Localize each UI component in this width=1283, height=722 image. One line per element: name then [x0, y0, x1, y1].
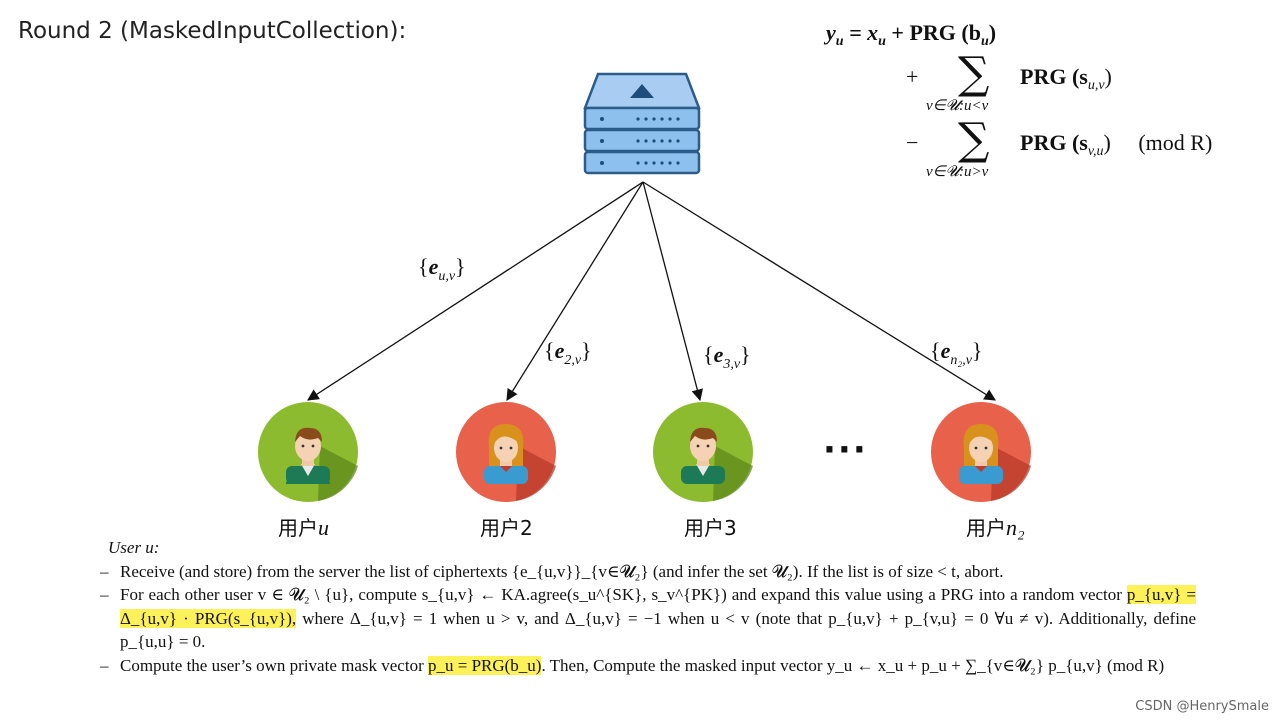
- item3-text-b: . Then, Compute the masked input vector …: [541, 655, 1165, 675]
- eq-b-sub: u: [980, 34, 989, 49]
- equation-line-3: PRG (sv,u) (mod R): [1020, 130, 1213, 159]
- eq-op-minus: −: [906, 130, 919, 155]
- eq-prg-b: + PRG (b: [891, 20, 981, 45]
- edge-label-n2: {en₂,v}: [930, 338, 983, 368]
- user-prefix: 用户: [966, 516, 1006, 540]
- edge-label-u: {eu,v}: [418, 254, 466, 284]
- eq-mod: (mod R): [1138, 130, 1213, 155]
- item3-text-a: Compute the user’s own private mask vect…: [120, 655, 428, 675]
- item2-text-a: For each other user v ∈ 𝓤₂ \ {u}, comput…: [120, 585, 1127, 604]
- eq-x-sub: u: [878, 34, 886, 49]
- eq-s2-sub: v,u: [1087, 144, 1104, 159]
- user-avatar-u: [258, 402, 358, 502]
- edge-label-2: {e2,v}: [544, 338, 592, 368]
- protocol-header: User u:: [108, 538, 160, 557]
- edge-sub: 3,v: [723, 357, 741, 372]
- eq-close-3: ): [1103, 130, 1111, 155]
- edge-to-user-n2: [642, 181, 996, 401]
- user-id: 3: [724, 516, 737, 540]
- ellipsis: ···: [823, 430, 868, 470]
- edge-to-user-u: [307, 181, 644, 401]
- brace-close: }: [581, 338, 592, 363]
- protocol-text: User u: Receive (and store) from the ser…: [96, 536, 1196, 677]
- edge-sub: n₂,v: [950, 353, 972, 368]
- eq-s1-sub: u,v: [1087, 78, 1105, 93]
- edge-label-3: {e3,v}: [703, 342, 751, 372]
- sigma-1: ∑: [958, 48, 990, 99]
- protocol-item-2: For each other user v ∈ 𝓤₂ \ {u}, comput…: [96, 583, 1196, 654]
- equation-line-1: yu = xu + PRG (bu): [826, 20, 997, 49]
- user-label-n2: 用户n₂: [966, 512, 1025, 541]
- eq-close-1: ): [988, 20, 997, 45]
- user-prefix: 用户: [684, 516, 724, 540]
- sum-under-1: v∈𝓤:u<v: [926, 98, 989, 114]
- brace-open: {: [930, 338, 941, 363]
- eq-y-sub: u: [835, 34, 844, 49]
- eq-close-2: ): [1104, 64, 1112, 89]
- eq-prg-s2: PRG (s: [1020, 130, 1088, 155]
- edge-to-user-3: [642, 181, 703, 402]
- brace-open: {: [703, 342, 714, 367]
- eq-equals-x: = x: [849, 20, 879, 45]
- brace-open: {: [544, 338, 555, 363]
- protocol-item-3: Compute the user’s own private mask vect…: [96, 654, 1196, 678]
- edge-to-user-2: [506, 181, 644, 401]
- item2-text-b: where Δ_{u,v} = 1 when u > v, and Δ_{u,v…: [120, 608, 1196, 652]
- eq-y: y: [826, 20, 836, 45]
- user-label-2: 用户2: [480, 512, 533, 541]
- user-avatar-2: [456, 402, 556, 502]
- brace-close: }: [740, 342, 751, 367]
- brace-open: {: [418, 254, 429, 279]
- brace-close: }: [971, 338, 983, 363]
- user-id: u: [318, 515, 329, 540]
- sigma-2: ∑: [958, 114, 990, 165]
- item3-highlight: p_u = PRG(b_u): [427, 655, 542, 675]
- user-id: 2: [520, 516, 533, 540]
- server-icon: [583, 72, 701, 175]
- edge-base: e: [554, 338, 565, 363]
- user-label-u: 用户u: [278, 512, 329, 541]
- equation-line-2: PRG (su,v): [1020, 64, 1112, 93]
- watermark: CSDN @HenrySmale: [1135, 699, 1269, 714]
- protocol-item-1: Receive (and store) from the server the …: [96, 560, 1196, 584]
- user-label-3: 用户3: [684, 512, 737, 541]
- user-avatar-3: [653, 402, 753, 502]
- user-prefix: 用户: [480, 516, 520, 540]
- edge-base: e: [713, 342, 724, 367]
- brace-close: }: [455, 254, 466, 279]
- round-title: Round 2 (MaskedInputCollection):: [18, 18, 407, 44]
- sum-under-2: v∈𝓤:u>v: [926, 164, 989, 180]
- user-id: n₂: [1006, 515, 1025, 540]
- eq-op-plus: +: [906, 64, 919, 89]
- eq-prg-s1: PRG (s: [1020, 64, 1088, 89]
- edge-base: e: [428, 254, 439, 279]
- user-avatar-n2: [931, 402, 1031, 502]
- edge-base: e: [940, 338, 951, 363]
- user-prefix: 用户: [278, 516, 318, 540]
- edge-sub: 2,v: [564, 353, 582, 368]
- edge-sub: u,v: [438, 269, 456, 284]
